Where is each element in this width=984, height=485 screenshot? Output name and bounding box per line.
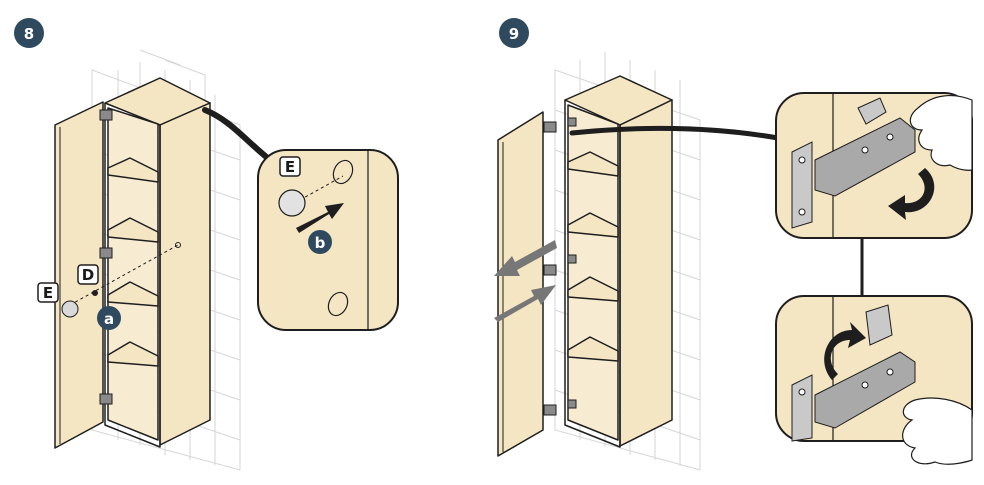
svg-text:D: D — [82, 266, 94, 284]
hinge-icon — [99, 109, 113, 405]
hinge-detail-remove — [775, 92, 973, 239]
cabinet-9 — [564, 75, 673, 448]
hinge-detail-attach — [775, 295, 973, 465]
detach-arrow-icon — [494, 240, 557, 276]
detail-label-e: E — [285, 158, 295, 176]
step-9-badge: 9 — [499, 18, 529, 48]
part-label-e: E — [37, 282, 59, 303]
step-8-badge: 8 — [14, 18, 44, 48]
substep-a-badge: a — [97, 306, 121, 330]
attach-arrow-icon — [494, 285, 556, 322]
detail-callout-8: E b — [257, 149, 399, 331]
svg-text:E: E — [43, 284, 53, 302]
step-8-number: 8 — [24, 25, 34, 43]
cabinet-8 — [54, 77, 211, 449]
step-9-number: 9 — [509, 25, 519, 43]
cover-cap-detail-icon — [278, 189, 306, 217]
substep-b-label: b — [315, 234, 326, 252]
push-arrow-icon — [296, 203, 344, 233]
door-panel-9 — [497, 111, 544, 457]
svg-text:a: a — [104, 310, 114, 328]
hand-icon — [902, 397, 973, 465]
hand-icon — [909, 94, 973, 171]
step-9: 9 — [494, 18, 973, 471]
part-label-d: D — [77, 264, 99, 285]
step-8: 8 — [14, 18, 399, 471]
hinge-icon — [543, 117, 577, 416]
rotate-arrow-icon — [888, 168, 935, 220]
rotate-arrow-icon — [824, 322, 866, 380]
cover-cap-icon — [61, 300, 79, 318]
